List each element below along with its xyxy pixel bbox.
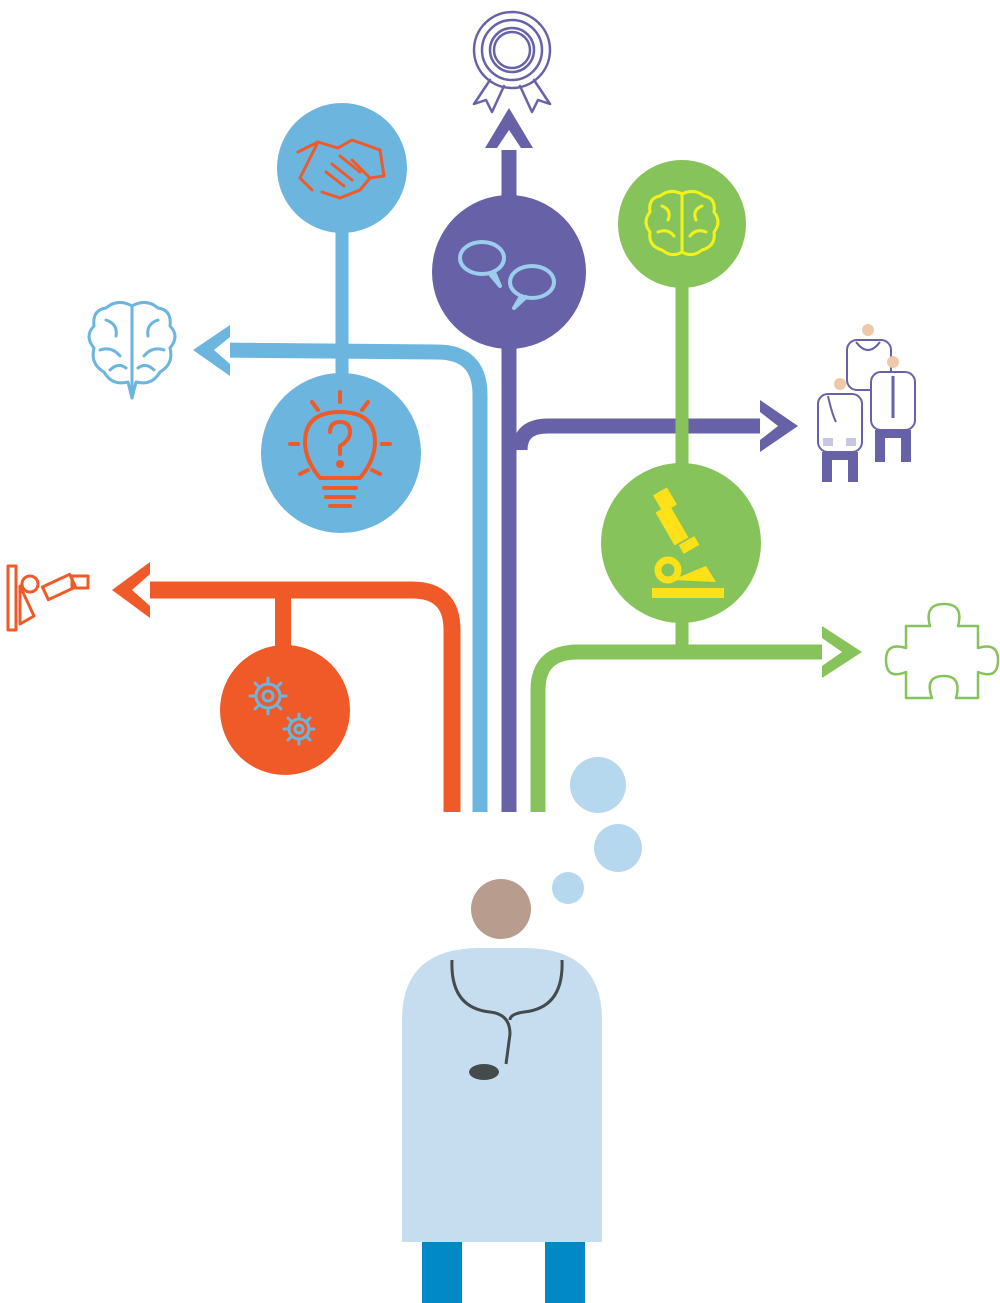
- award-ribbon-icon: [472, 10, 552, 114]
- puzzle-piece-icon: [884, 602, 1000, 700]
- thought-bubbles: [552, 757, 642, 904]
- doctor-head: [471, 879, 531, 939]
- stethoscope-icon: [450, 959, 564, 1080]
- brain-outline-icon: [87, 301, 177, 400]
- chat-node: [432, 195, 586, 349]
- brain-node: [618, 160, 746, 288]
- handshake-node: [277, 103, 407, 233]
- gears-icon: [248, 676, 316, 746]
- doctor-right-leg: [545, 1242, 585, 1303]
- handshake-icon: [296, 138, 386, 200]
- microscope-icon: [652, 487, 724, 598]
- gears-node: [220, 645, 350, 775]
- doctors-team-icon: [817, 324, 916, 482]
- brain-icon: [644, 189, 720, 257]
- microscope-node: [601, 463, 761, 623]
- lightbulb-question-icon: [288, 390, 392, 508]
- speech-bubbles-icon: [458, 240, 556, 310]
- doctor-figure: [402, 879, 602, 1303]
- doctor-left-leg: [422, 1242, 462, 1303]
- doctor-coat: [402, 948, 602, 1242]
- microscope-outline-icon: [6, 564, 90, 632]
- lightbulb-node: [261, 373, 421, 533]
